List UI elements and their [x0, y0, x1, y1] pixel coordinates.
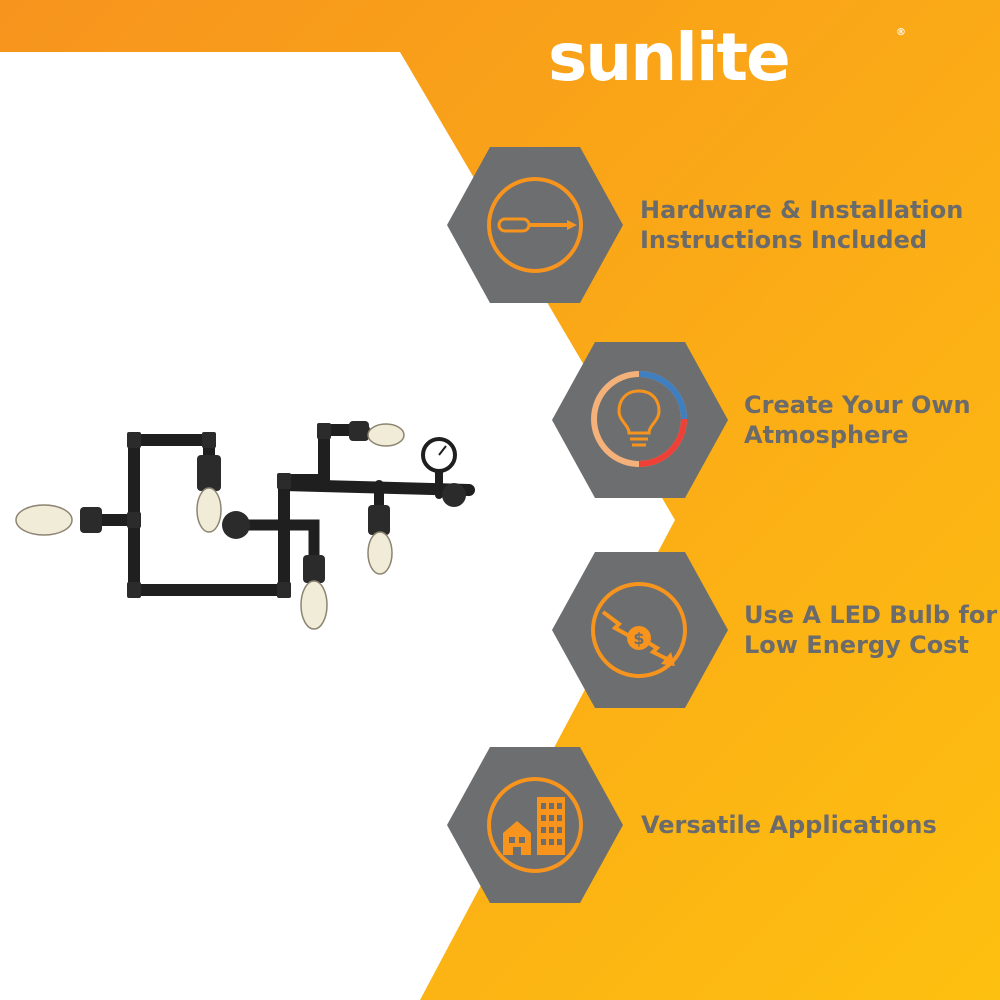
feature-line: Hardware & Installation [640, 196, 964, 224]
sunlite-logo: sunlite ® [548, 18, 908, 98]
lightbulb-color-icon [591, 371, 687, 467]
feature-hardware: Hardware & Installation Instructions Inc… [0, 145, 1000, 305]
feature-energy: $ Use A LED Bulb for Low Energy Cost [0, 550, 1000, 710]
registered-mark: ® [896, 27, 906, 38]
feature-applications: Versatile Applications [0, 745, 1000, 905]
feature-line: Low Energy Cost [744, 631, 969, 659]
feature-label: Create Your Own Atmosphere [744, 390, 971, 450]
buildings-icon [487, 777, 583, 873]
logo-text: sunlite [548, 19, 791, 96]
screwdriver-icon [487, 177, 583, 273]
feature-line: Versatile Applications [641, 811, 937, 839]
hex-badge [447, 747, 623, 903]
feature-label: Hardware & Installation Instructions Inc… [640, 195, 963, 255]
dollar-down-icon: $ [591, 582, 687, 678]
feature-label: Versatile Applications [641, 810, 937, 840]
feature-line: Atmosphere [744, 421, 909, 449]
feature-line: Create Your Own [744, 391, 971, 419]
feature-atmosphere: Create Your Own Atmosphere [0, 340, 1000, 500]
svg-text:$: $ [633, 629, 644, 648]
pipe-wall-light-fixture [15, 421, 475, 630]
feature-line: Use A LED Bulb for [744, 601, 998, 629]
feature-label: Use A LED Bulb for Low Energy Cost [744, 600, 997, 660]
feature-line: Instructions Included [640, 226, 928, 254]
